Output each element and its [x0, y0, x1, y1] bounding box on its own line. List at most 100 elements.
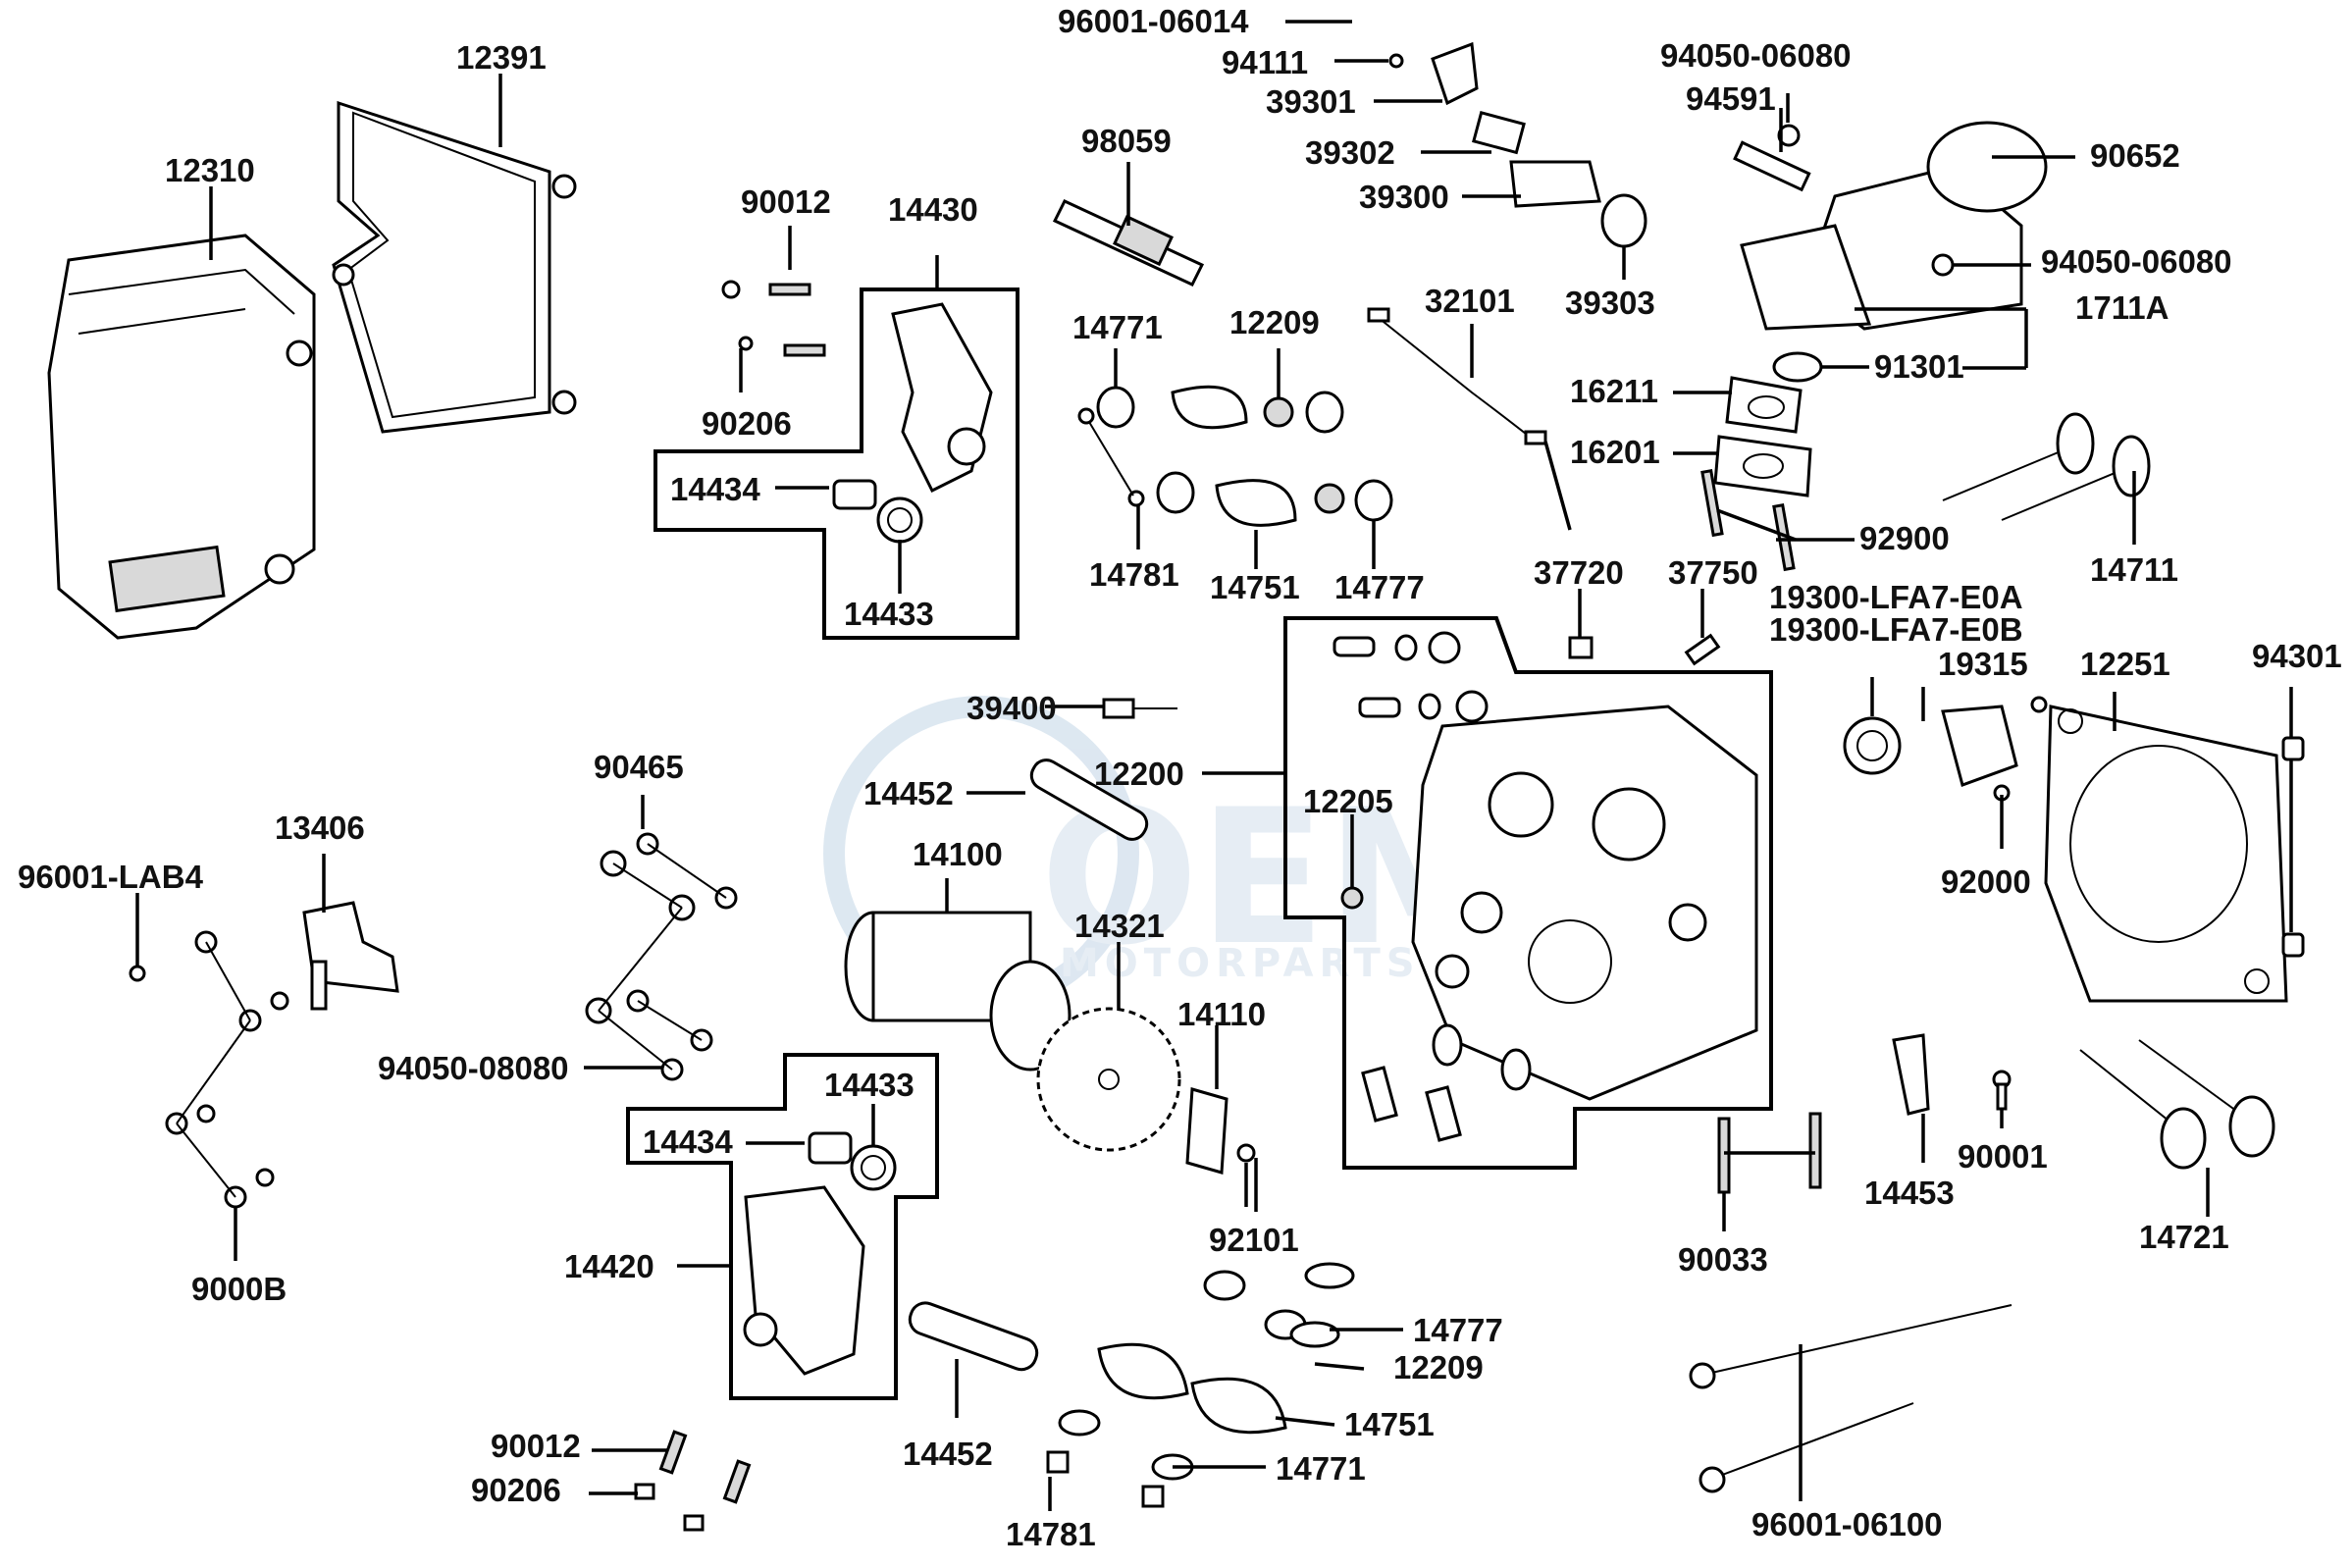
- rocker-arm-upper: [721, 280, 993, 544]
- intake-valves: [1942, 412, 2151, 521]
- label-14711: 14711: [2090, 551, 2178, 588]
- label-90206-bottom: 90206: [471, 1472, 561, 1508]
- watermark-sub: MOTORPARTS: [1060, 941, 1421, 986]
- rocker-arm-box-upper: [653, 287, 1019, 640]
- bracket-14453: [1892, 1033, 1930, 1116]
- label-94111: 94111: [1222, 44, 1308, 80]
- label-1711A: 1711A: [2075, 289, 2169, 326]
- label-94050-06080-top: 94050-06080: [1660, 37, 1852, 74]
- label-14781-bottom: 14781: [1006, 1516, 1096, 1552]
- label-90033: 90033: [1678, 1241, 1768, 1278]
- sensor-wire: [1367, 307, 1547, 445]
- label-96001-06100: 96001-06100: [1751, 1506, 1943, 1542]
- valve-springs-upper: [1077, 385, 1393, 527]
- rocker-shaft-lower: [908, 1301, 1039, 1372]
- camshaft: [844, 911, 1181, 1152]
- label-37720: 37720: [1534, 554, 1624, 591]
- label-96001-lab4: 96001-LAB4: [18, 859, 204, 895]
- cylinder-head: [1333, 631, 1758, 1142]
- label-14453: 14453: [1864, 1175, 1955, 1211]
- label-9000B: 9000B: [191, 1271, 287, 1307]
- label-14721: 14721: [2139, 1219, 2229, 1255]
- label-14100: 14100: [913, 836, 1003, 872]
- label-16201: 16201: [1570, 434, 1660, 470]
- injector-group: [1315, 20, 1647, 248]
- left-linkage: [129, 930, 289, 1209]
- label-12209-bottom: 12209: [1393, 1349, 1484, 1385]
- label-39301: 39301: [1266, 83, 1356, 120]
- label-14321: 14321: [1074, 908, 1165, 944]
- hose-bracket: [302, 901, 399, 1011]
- label-19300-lfa7-e0a: 19300-LFA7-E0A: [1769, 579, 2023, 615]
- label-12200: 12200: [1094, 756, 1184, 792]
- label-14781-top: 14781: [1089, 556, 1179, 593]
- dowel-pins: [2281, 736, 2305, 958]
- label-90206-top: 90206: [702, 405, 792, 442]
- label-14433-bottom: 14433: [824, 1067, 915, 1103]
- cover-gasket: [332, 100, 577, 434]
- label-14771-bottom: 14771: [1276, 1450, 1366, 1487]
- label-12391: 12391: [456, 39, 547, 76]
- label-14110: 14110: [1177, 996, 1266, 1032]
- label-14430: 14430: [888, 191, 978, 228]
- label-92000: 92000: [1941, 863, 2031, 900]
- leader-lines: [135, 20, 2293, 1511]
- label-90012-bottom: 90012: [491, 1428, 581, 1464]
- label-13406: 13406: [275, 810, 365, 846]
- label-90465: 90465: [594, 749, 684, 785]
- label-32101: 32101: [1425, 283, 1515, 319]
- label-19300-lfa7-e0b: 19300-LFA7-E0B: [1769, 611, 2023, 648]
- bolt-90001: [1992, 1070, 2012, 1111]
- label-14420: 14420: [564, 1248, 654, 1284]
- spark-plug: [1052, 199, 1205, 287]
- label-14771-top: 14771: [1072, 309, 1163, 345]
- label-90001: 90001: [1958, 1138, 2048, 1175]
- label-90012-top: 90012: [741, 183, 831, 220]
- label-92900: 92900: [1859, 520, 1950, 556]
- label-14777-bottom: 14777: [1413, 1312, 1503, 1348]
- part-labels: 96001-06014 94111 39301 39302 39300 3930…: [18, 3, 2342, 1552]
- label-14434-bottom: 14434: [643, 1124, 733, 1160]
- label-96001-06014: 96001-06014: [1058, 3, 1249, 39]
- label-14434-top: 14434: [670, 471, 760, 507]
- temperature-sensors: [1102, 633, 1721, 719]
- label-94591: 94591: [1686, 80, 1776, 117]
- exhaust-valves: [2079, 1039, 2275, 1170]
- label-39303: 39303: [1565, 285, 1655, 321]
- valve-springs-lower: [1046, 1262, 1355, 1508]
- label-37750: 37750: [1668, 554, 1758, 591]
- label-94050-06080-mid: 94050-06080: [2041, 243, 2232, 280]
- cylinder-head-cover: [47, 234, 316, 640]
- label-94301: 94301: [2252, 638, 2342, 674]
- label-14751-bottom: 14751: [1344, 1406, 1435, 1442]
- thermostat-parts: [1843, 696, 2048, 802]
- bracket-linkage: [585, 832, 738, 1081]
- rocker-shaft-upper: [1029, 758, 1149, 841]
- label-39300: 39300: [1359, 179, 1449, 215]
- label-39400: 39400: [967, 690, 1057, 726]
- label-14777-top: 14777: [1334, 569, 1425, 605]
- label-98059: 98059: [1081, 123, 1172, 159]
- rocker-arm-box-lower: [626, 1053, 939, 1400]
- label-12251: 12251: [2080, 646, 2170, 682]
- label-14433-top: 14433: [844, 596, 934, 632]
- long-bolts: [1689, 1304, 2012, 1493]
- rocker-arm-lower: [743, 1131, 897, 1376]
- label-19315: 19315: [1938, 646, 2028, 682]
- label-12209-top: 12209: [1229, 304, 1320, 340]
- label-12205: 12205: [1303, 783, 1393, 819]
- throttle-body: [1733, 121, 2048, 331]
- label-16211: 16211: [1570, 373, 1658, 409]
- label-12310: 12310: [165, 152, 255, 188]
- head-gasket: [2044, 705, 2288, 1003]
- chain-tensioner-cover: [1185, 1087, 1256, 1175]
- label-14751-top: 14751: [1210, 569, 1300, 605]
- lower-bolts: [634, 1430, 752, 1532]
- label-14452-bottom: 14452: [903, 1436, 993, 1472]
- label-94050-08080: 94050-08080: [378, 1050, 569, 1086]
- label-90652: 90652: [2090, 137, 2180, 174]
- cylinder-head-box: [1283, 616, 1773, 1170]
- label-39302: 39302: [1305, 134, 1395, 171]
- label-92101: 92101: [1209, 1222, 1299, 1258]
